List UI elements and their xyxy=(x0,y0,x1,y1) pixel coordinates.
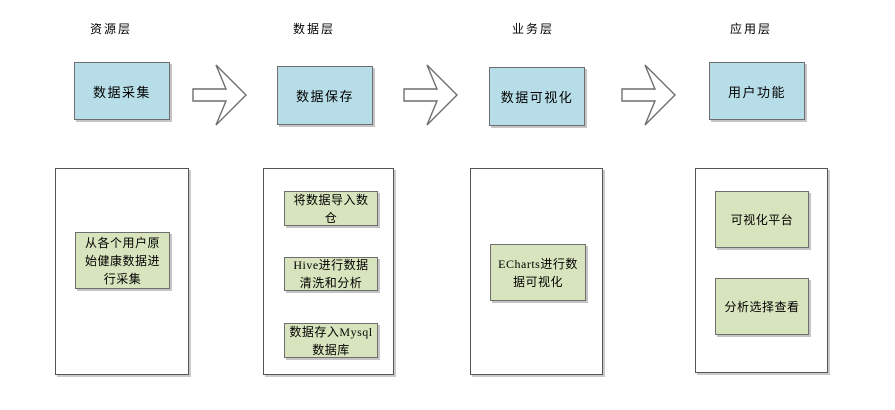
detail-group-resource: 从各个用户原始健康数据进行采集 xyxy=(55,168,189,375)
detail-group-data: 将数据导入数仓 Hive进行数据清洗和分析 数据存入Mysql数据库 xyxy=(263,168,394,375)
layer-label-business: 业务层 xyxy=(511,22,554,36)
stage-box-data-visualization: 数据可视化 xyxy=(489,67,585,126)
stage-box-user-functions: 用户功能 xyxy=(709,62,805,120)
flow-arrow-icon-2 xyxy=(403,64,458,126)
detail-item-echarts-visualization: ECharts进行数据可视化 xyxy=(490,244,586,301)
flow-arrow-icon-1 xyxy=(192,64,247,126)
detail-item-visualization-platform: 可视化平台 xyxy=(715,191,809,248)
flow-arrow-icon-3 xyxy=(621,64,676,126)
detail-group-application: 可视化平台 分析选择查看 xyxy=(695,168,828,373)
layer-label-resource: 资源层 xyxy=(89,22,132,36)
detail-item-analysis-select-view: 分析选择查看 xyxy=(715,278,809,335)
detail-item-store-mysql: 数据存入Mysql数据库 xyxy=(284,323,378,358)
detail-item-hive-clean-analyze: Hive进行数据清洗和分析 xyxy=(284,257,378,291)
stage-box-data-storage: 数据保存 xyxy=(277,66,373,125)
layer-label-application: 应用层 xyxy=(729,22,772,36)
layer-label-data: 数据层 xyxy=(292,22,335,36)
detail-group-business: ECharts进行数据可视化 xyxy=(470,168,603,375)
stage-box-data-collection: 数据采集 xyxy=(74,62,170,120)
detail-item-import-warehouse: 将数据导入数仓 xyxy=(284,191,378,226)
detail-item-collect-health-data: 从各个用户原始健康数据进行采集 xyxy=(75,232,170,289)
